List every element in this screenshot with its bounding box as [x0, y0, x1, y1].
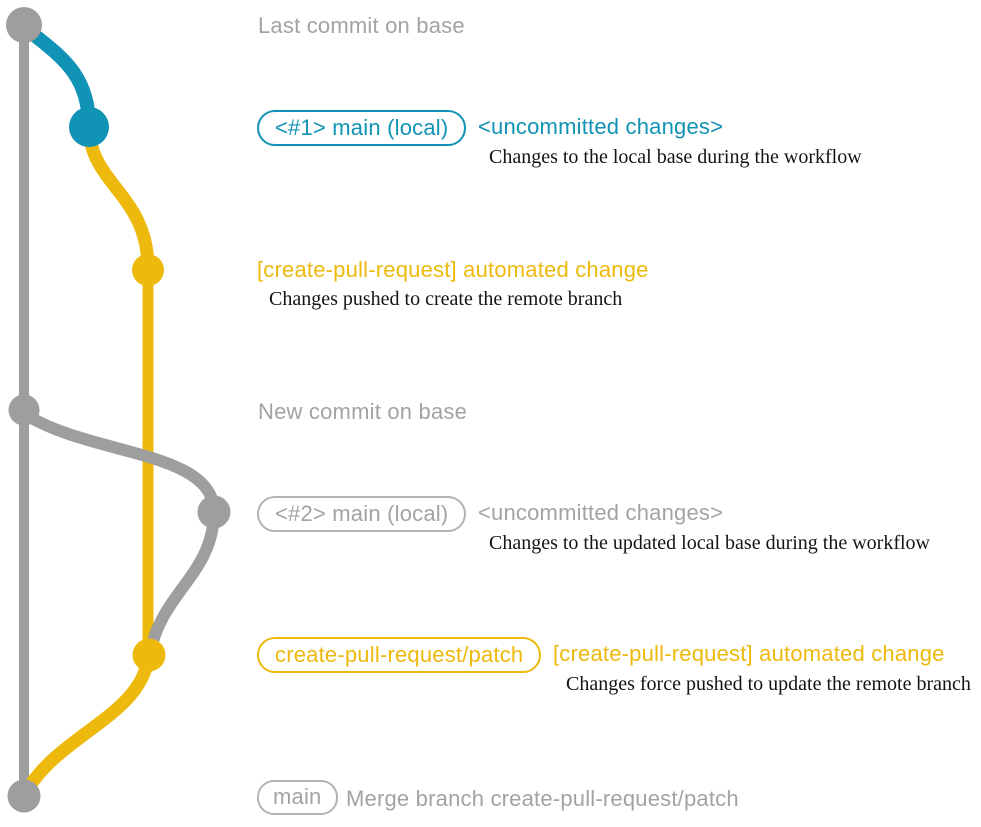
- annotation-new-commit-on-base: New commit on base: [258, 399, 468, 424]
- branch-badge-main-local-2: <#2> main (local): [257, 496, 467, 532]
- commit-title-uncommitted-2: <uncommitted changes>: [478, 500, 724, 525]
- commit-title-uncommitted-1: <uncommitted changes>: [478, 114, 724, 139]
- commit-title-push-2: [create-pull-request] automated change: [553, 641, 945, 666]
- branch-badge-main: main: [257, 780, 338, 815]
- commit-node-local-1: [69, 107, 109, 147]
- git-graph: [6, 7, 231, 813]
- commit-description-push-1: Changes pushed to create the remote bran…: [269, 288, 623, 310]
- branch-badge-create-pull-request-patch: create-pull-request/patch: [257, 637, 542, 673]
- edge-force-push: [144, 508, 220, 659]
- commit-title-push-1: [create-pull-request] automated change: [257, 257, 649, 282]
- commit-node-local-2: [197, 495, 231, 529]
- commit-node-push-2: [132, 638, 166, 672]
- annotation-last-commit-on-base: Last commit on base: [258, 13, 465, 38]
- commit-node-base-last: [6, 7, 42, 43]
- edge-merge: [18, 651, 155, 801]
- commit-node-base-new: [8, 394, 40, 426]
- commit-node-merge: [7, 779, 41, 813]
- commit-description-uncommitted-2: Changes to the updated local base during…: [489, 532, 930, 554]
- commit-description-uncommitted-1: Changes to the local base during the wor…: [489, 146, 862, 168]
- edge-push-1: [82, 123, 155, 275]
- commit-title-merge: Merge branch create-pull-request/patch: [346, 786, 739, 811]
- edge-local-commit-2: [19, 408, 220, 518]
- branch-badge-main-local-1: <#1> main (local): [257, 110, 467, 146]
- commit-description-push-2: Changes force pushed to update the remot…: [566, 673, 971, 695]
- commit-node-push-1: [132, 254, 164, 286]
